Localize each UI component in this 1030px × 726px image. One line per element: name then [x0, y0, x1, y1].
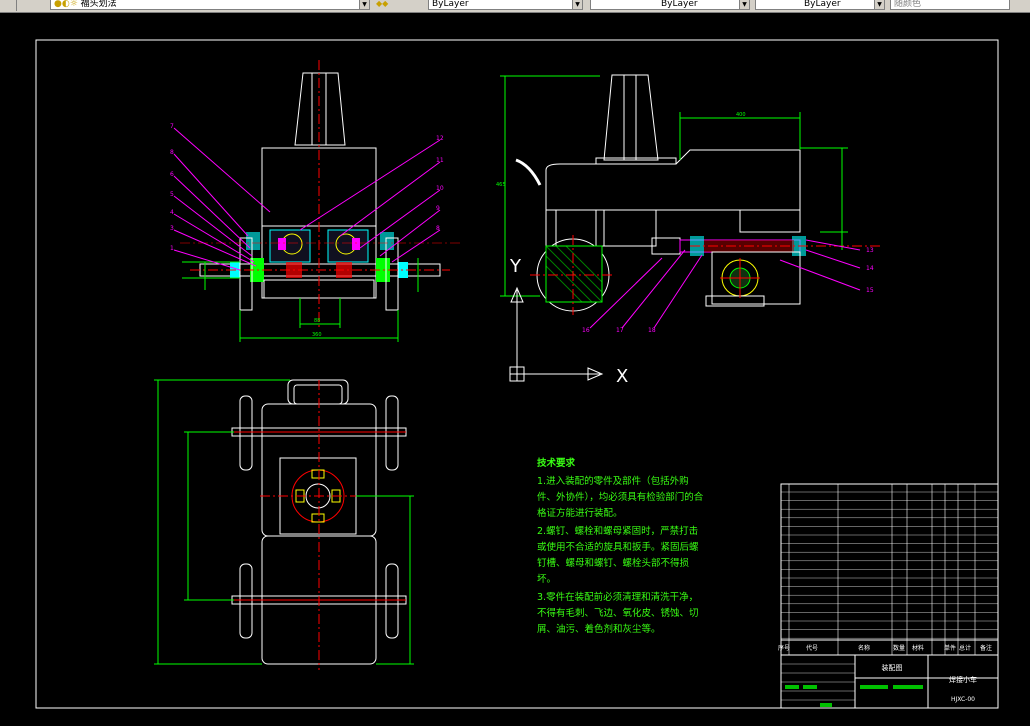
chevron-down-icon[interactable]: ▼	[359, 0, 369, 9]
layer-state-icon: ●◐☼	[54, 0, 81, 9]
drawing-canvas[interactable]: 7 8 6 5 4 3 1 12 11 10 9 8 360 88	[0, 12, 1030, 726]
tech-item-2: 2.螺钉、螺栓和螺母紧固时，严禁打击或使用不合适的旋具和扳手。紧固后螺钉槽、螺母…	[537, 526, 699, 585]
tech-title: 技术要求	[537, 458, 576, 469]
toolbar: ●◐☼ 福头划法 ▼ ◆◆ ByLayer ▼ ByLayer ▼ ByLaye…	[0, 0, 1030, 13]
front-dim-inner: 88	[314, 318, 320, 324]
lineweight-combo-value: ByLayer	[804, 0, 841, 9]
title-header-cell: 数量	[893, 644, 905, 652]
top-view	[154, 379, 414, 670]
front-view: 7 8 6 5 4 3 1 12 11 10 9 8 360 88	[170, 60, 460, 342]
tech-item-1: 1.进入装配的零件及部件（包括外购件、外协件），均必须具有检验部门的合格证方能进…	[537, 476, 704, 519]
front-balloon: 6	[170, 171, 174, 178]
front-balloon: 1	[170, 245, 174, 252]
title-header-cell: 备注	[980, 644, 992, 652]
layer-previous-icon: ◆◆	[376, 0, 389, 8]
title-header-cell: 材料	[912, 644, 924, 652]
assembly-name: 装配图	[882, 663, 903, 672]
technical-requirements: 技术要求 1.进入装配的零件及部件（包括外购件、外协件），均必须具有检验部门的合…	[537, 456, 707, 640]
front-balloon: 8	[170, 149, 174, 156]
side-dim-height: 465	[496, 182, 506, 188]
color-combo-value: ByLayer	[432, 0, 469, 9]
chevron-down-icon[interactable]: ▼	[739, 0, 749, 9]
front-balloon: 3	[170, 225, 174, 232]
title-header-cell: 单件	[944, 644, 956, 652]
side-dim-top: 400	[736, 112, 746, 118]
drawing-number: HJXC-00	[951, 696, 975, 703]
product-name: 焊接小车	[949, 675, 977, 684]
front-balloon: 5	[170, 191, 174, 198]
front-balloon: 12	[436, 135, 444, 142]
layer-combo[interactable]: ●◐☼ 福头划法 ▼	[50, 0, 370, 10]
front-balloon: 7	[170, 123, 174, 130]
front-balloon: 10	[436, 185, 444, 192]
side-balloon: 16	[582, 327, 590, 334]
ucs-icon: Y X	[509, 256, 628, 387]
front-balloon: 8	[436, 225, 440, 232]
side-balloon: 13	[866, 247, 874, 254]
chevron-down-icon[interactable]: ▼	[874, 0, 884, 9]
ucs-y-label: Y	[509, 256, 522, 277]
chevron-down-icon[interactable]: ▼	[572, 0, 582, 9]
side-balloon: 14	[866, 265, 874, 272]
title-header-cell: 名称	[858, 644, 870, 652]
layer-manager-button[interactable]	[2, 0, 17, 11]
side-balloon: 15	[866, 287, 874, 294]
sheet-border	[35, 39, 999, 709]
layer-tools[interactable]: ◆◆	[374, 0, 414, 11]
color-combo[interactable]: ByLayer ▼	[428, 0, 583, 10]
plotstyle-combo-value: 随颜色	[894, 0, 922, 9]
front-balloon: 9	[436, 205, 440, 212]
plotstyle-combo[interactable]: 随颜色	[890, 0, 1010, 10]
lineweight-combo[interactable]: ByLayer ▼	[755, 0, 885, 10]
tech-item-3: 3.零件在装配前必须清理和清洗干净，不得有毛刺、飞边、氧化皮、锈蚀、切屑、油污、…	[537, 592, 699, 635]
title-header-cell: 序号	[778, 644, 790, 652]
linetype-combo[interactable]: ByLayer ▼	[590, 0, 750, 10]
side-balloon: 18	[648, 327, 656, 334]
linetype-combo-value: ByLayer	[661, 0, 698, 9]
front-balloon: 4	[170, 209, 174, 216]
title-header-cell: 总计	[959, 644, 971, 652]
front-dim-width: 360	[312, 332, 322, 338]
side-view: 465 400 13 14 15 16 17 18	[496, 74, 880, 334]
ucs-x-label: X	[616, 366, 628, 387]
layer-combo-value: 福头划法	[80, 0, 117, 9]
front-balloon: 11	[436, 157, 444, 164]
side-balloon: 17	[616, 327, 624, 334]
title-header-cell: 代号	[806, 644, 818, 652]
title-block: 序号 代号 名称 数量材料 单件总计 备注装配图焊接小车 HJXC-00	[778, 483, 999, 709]
